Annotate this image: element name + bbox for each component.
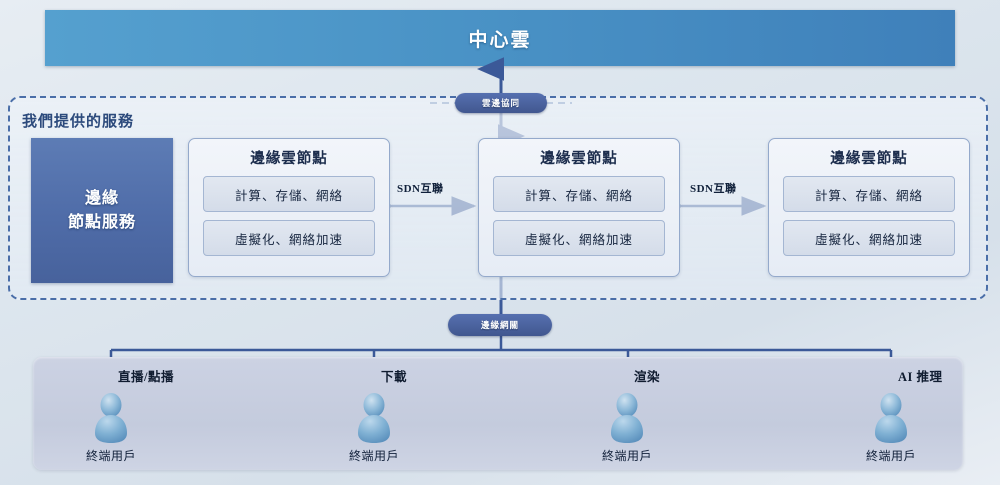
sdn-interconnect-label-2: SDN互聯	[690, 183, 737, 195]
service-flow-label-download: 下載	[381, 370, 408, 384]
end-user-3-label: 終端用戶	[601, 449, 652, 463]
user-person-icon	[875, 393, 907, 443]
edge-cloud-node-3-capability-compute: 計算、存儲、網絡	[783, 176, 955, 212]
user-person-icon	[358, 393, 390, 443]
edge-cloud-node-1-title: 邊緣雲節點	[250, 151, 328, 167]
cloud-edge-collaboration-pill: 雲邊協同	[455, 93, 547, 113]
service-flow-label-rendering: 渲染	[634, 370, 661, 384]
edge-cloud-node-2-title: 邊緣雲節點	[540, 151, 618, 167]
edge-cloud-node-1-capability-compute: 計算、存儲、網絡	[203, 176, 375, 212]
edge-cloud-node-2-capability-compute: 計算、存儲、網絡	[493, 176, 665, 212]
edge-gateway-label: 邊緣網關	[480, 320, 519, 330]
end-user-1: 終端用戶	[66, 392, 156, 464]
edge-gateway-pill: 邊緣網關	[448, 314, 552, 336]
central-cloud-label: 中心雲	[468, 29, 532, 51]
edge-cloud-node-1: 邊緣雲節點 計算、存儲、網絡 虛擬化、網絡加速	[188, 138, 390, 277]
service-flow-label-live-vod: 直播/點播	[118, 370, 174, 384]
user-person-icon	[95, 393, 127, 443]
edge-node-service-line2: 節點服務	[67, 213, 136, 231]
central-cloud-banner: 中心雲	[45, 10, 955, 66]
service-flow-label-ai-inference: AI 推理	[898, 370, 943, 384]
edge-cloud-node-3-capability-virtualization: 虛擬化、網絡加速	[783, 220, 955, 256]
edge-cloud-node-2-capability-virtualization: 虛擬化、網絡加速	[493, 220, 665, 256]
edge-cloud-node-3: 邊緣雲節點 計算、存儲、網絡 虛擬化、網絡加速	[768, 138, 970, 277]
edge-cloud-node-1-capability-virtualization: 虛擬化、網絡加速	[203, 220, 375, 256]
sdn-interconnect-label-1: SDN互聯	[397, 183, 444, 195]
edge-node-service-box: 邊緣 節點服務	[31, 138, 173, 283]
end-user-3: 終端用戶	[582, 392, 672, 464]
edge-cloud-node-3-title: 邊緣雲節點	[830, 151, 908, 167]
end-user-2-label: 終端用戶	[348, 449, 399, 463]
user-person-icon	[611, 393, 643, 443]
end-users-band	[33, 357, 963, 470]
end-user-4: 終端用戶	[846, 392, 936, 464]
edge-cloud-node-2: 邊緣雲節點 計算、存儲、網絡 虛擬化、網絡加速	[478, 138, 680, 277]
end-user-4-label: 終端用戶	[865, 449, 916, 463]
cloud-edge-collaboration-label: 雲邊協同	[481, 98, 520, 108]
end-user-1-label: 終端用戶	[85, 449, 136, 463]
edge-node-service-label: 邊緣 節點服務	[68, 187, 136, 233]
edge-node-service-line1: 邊緣	[84, 190, 119, 208]
end-user-2: 終端用戶	[329, 392, 419, 464]
provided-services-title: 我們提供的服務	[22, 112, 135, 130]
